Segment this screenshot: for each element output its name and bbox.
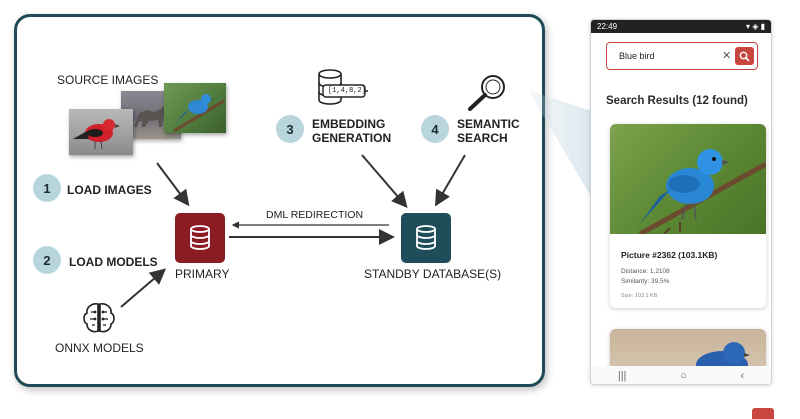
vector-tag: [1,4,8,2] bbox=[328, 87, 366, 95]
primary-label: PRIMARY bbox=[175, 267, 230, 281]
arrow-embedding-to-standby bbox=[361, 154, 408, 209]
standby-database-icon bbox=[401, 213, 451, 263]
brain-icon bbox=[81, 301, 117, 335]
arrow-search-to-standby bbox=[434, 154, 466, 207]
corner-logo-icon bbox=[752, 408, 774, 419]
status-icons: ▾ ◈ ▮ bbox=[745, 22, 765, 31]
step-3-label-line1: EMBEDDING bbox=[312, 117, 386, 131]
onnx-models-label: ONNX MODELS bbox=[55, 341, 144, 355]
dml-redirection-label: DML REDIRECTION bbox=[266, 209, 364, 221]
phone-mockup: 22:49 ▾ ◈ ▮ Blue bird ✕ Search Results (… bbox=[590, 19, 772, 385]
step-3-label-line2: GENERATION bbox=[312, 131, 392, 145]
step-4-label-line2: SEARCH bbox=[457, 131, 508, 145]
search-box[interactable]: Blue bird ✕ bbox=[606, 42, 758, 70]
arrow-images-to-primary bbox=[156, 162, 190, 207]
clear-icon[interactable]: ✕ bbox=[722, 50, 732, 62]
step-3-label: EMBEDDING GENERATION bbox=[312, 117, 391, 145]
search-icon bbox=[739, 51, 750, 62]
embedding-database-icon bbox=[315, 67, 369, 111]
flow-arrows bbox=[120, 154, 466, 308]
architecture-diagram-panel: SOURCE IMAGES 1 LOAD IMAGES 2 LOAD MODEL… bbox=[14, 14, 545, 387]
result-distance: Distance: 1.2108 bbox=[621, 268, 670, 275]
step-2-badge: 2 bbox=[33, 246, 61, 274]
back-nav-icon[interactable]: ‹ bbox=[740, 370, 745, 382]
step-2-label: LOAD MODELS bbox=[69, 255, 158, 269]
result-bird-photo bbox=[610, 124, 766, 237]
search-button[interactable] bbox=[735, 47, 754, 65]
step-1-badge: 1 bbox=[33, 174, 61, 202]
result-title: Picture #2362 (103.1KB) bbox=[621, 250, 718, 260]
source-images-label: SOURCE IMAGES bbox=[57, 73, 159, 87]
red-bird-photo bbox=[69, 109, 133, 155]
step-3-badge: 3 bbox=[276, 115, 304, 143]
recents-nav-icon[interactable]: ||| bbox=[617, 370, 627, 382]
step-4-badge: 4 bbox=[421, 115, 449, 143]
home-nav-icon[interactable]: ○ bbox=[680, 370, 687, 382]
blue-bird-photo-small bbox=[164, 83, 226, 133]
status-bar: 22:49 ▾ ◈ ▮ bbox=[591, 20, 771, 33]
step-4-label-line1: SEMANTIC bbox=[457, 117, 520, 131]
standby-label: STANDBY DATABASE(S) bbox=[364, 267, 502, 281]
primary-database-icon bbox=[175, 213, 225, 263]
arrow-onnx-to-primary bbox=[120, 268, 167, 308]
search-input[interactable]: Blue bird bbox=[619, 51, 655, 61]
result-size: Size: 103.1 KB bbox=[621, 293, 658, 299]
step-4-label: SEMANTIC SEARCH bbox=[457, 117, 520, 145]
status-time: 22:49 bbox=[597, 22, 618, 31]
step-1-label: LOAD IMAGES bbox=[67, 183, 152, 197]
magnifier-icon bbox=[464, 73, 510, 113]
result-card[interactable]: Picture #2362 (103.1KB) Distance: 1.2108… bbox=[610, 124, 766, 308]
results-title: Search Results (12 found) bbox=[606, 95, 748, 107]
android-nav-bar: ||| ○ ‹ bbox=[591, 366, 771, 384]
result-similarity: Similarity: 39.5% bbox=[621, 278, 670, 285]
